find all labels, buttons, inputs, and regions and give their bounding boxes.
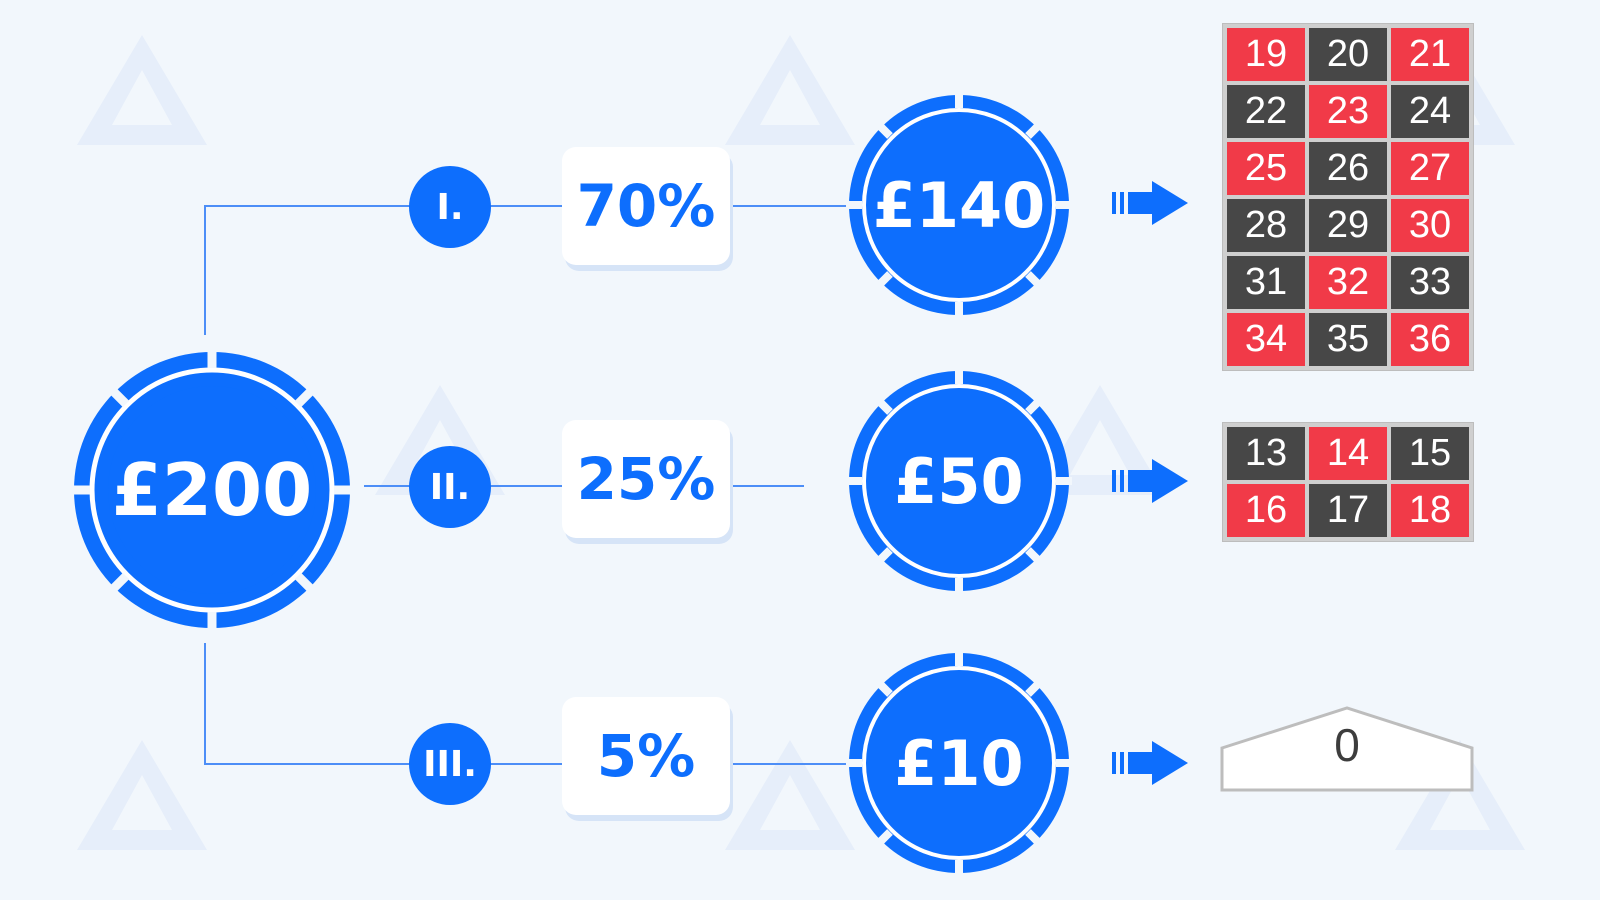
branch-chip-2: £50 [846,368,1072,594]
branch-chip-3: £10 [846,650,1072,876]
branch-amount-3: £10 [894,726,1024,800]
roulette-number-cell: 23 [1309,85,1387,138]
branch-percent-1: 70% [562,147,730,265]
connector-line [204,205,206,335]
logo-watermark-icon [77,740,207,850]
zero-pocket-shape [1220,706,1474,792]
roulette-number-cell: 21 [1391,28,1469,81]
roulette-number-cell: 25 [1227,142,1305,195]
branch-numeral-1: I. [409,166,491,248]
roulette-number-cell: 36 [1391,313,1469,366]
chip-icon [846,368,1072,594]
roulette-number-cell: 20 [1309,28,1387,81]
logo-watermark-icon [725,35,855,145]
roulette-number-cell: 32 [1309,256,1387,309]
roulette-number-cell: 16 [1227,484,1305,537]
roulette-number-cell: 13 [1227,427,1305,480]
arrow-right-icon [1112,459,1188,503]
roulette-number-cell: 26 [1309,142,1387,195]
branch-percent-2: 25% [562,420,730,538]
roulette-number-cell: 29 [1309,199,1387,252]
roulette-number-cell: 19 [1227,28,1305,81]
chip-icon [846,92,1072,318]
connector-line [204,643,206,765]
logo-watermark-icon [725,740,855,850]
chip-icon [70,348,354,632]
roulette-number-cell: 30 [1391,199,1469,252]
roulette-number-cell: 31 [1227,256,1305,309]
branch-percent-3: 5% [562,697,730,815]
branch-numeral-2: II. [409,446,491,528]
logo-watermark-icon [77,35,207,145]
roulette-number-cell: 35 [1309,313,1387,366]
roulette-number-cell: 15 [1391,427,1469,480]
branch-amount-1: £140 [872,168,1046,242]
arrow-right-icon [1112,181,1188,225]
roulette-number-cell: 28 [1227,199,1305,252]
roulette-number-cell: 14 [1309,427,1387,480]
roulette-number-cell: 24 [1391,85,1469,138]
zero-number: 0 [1334,719,1360,771]
roulette-number-cell: 27 [1391,142,1469,195]
chip-icon [846,650,1072,876]
root-amount: £200 [111,448,313,532]
zero-pocket: 0 [1220,704,1474,794]
branch-numeral-3: III. [409,723,491,805]
roulette-number-cell: 33 [1391,256,1469,309]
arrow-right-icon [1112,741,1188,785]
logo-watermark-icon [1395,740,1525,850]
branch-chip-1: £140 [846,92,1072,318]
roulette-number-cell: 18 [1391,484,1469,537]
roulette-number-cell: 17 [1309,484,1387,537]
roulette-number-cell: 22 [1227,85,1305,138]
roulette-number-cell: 34 [1227,313,1305,366]
branch-amount-2: £50 [894,444,1024,518]
root-chip: £200 [70,348,354,632]
